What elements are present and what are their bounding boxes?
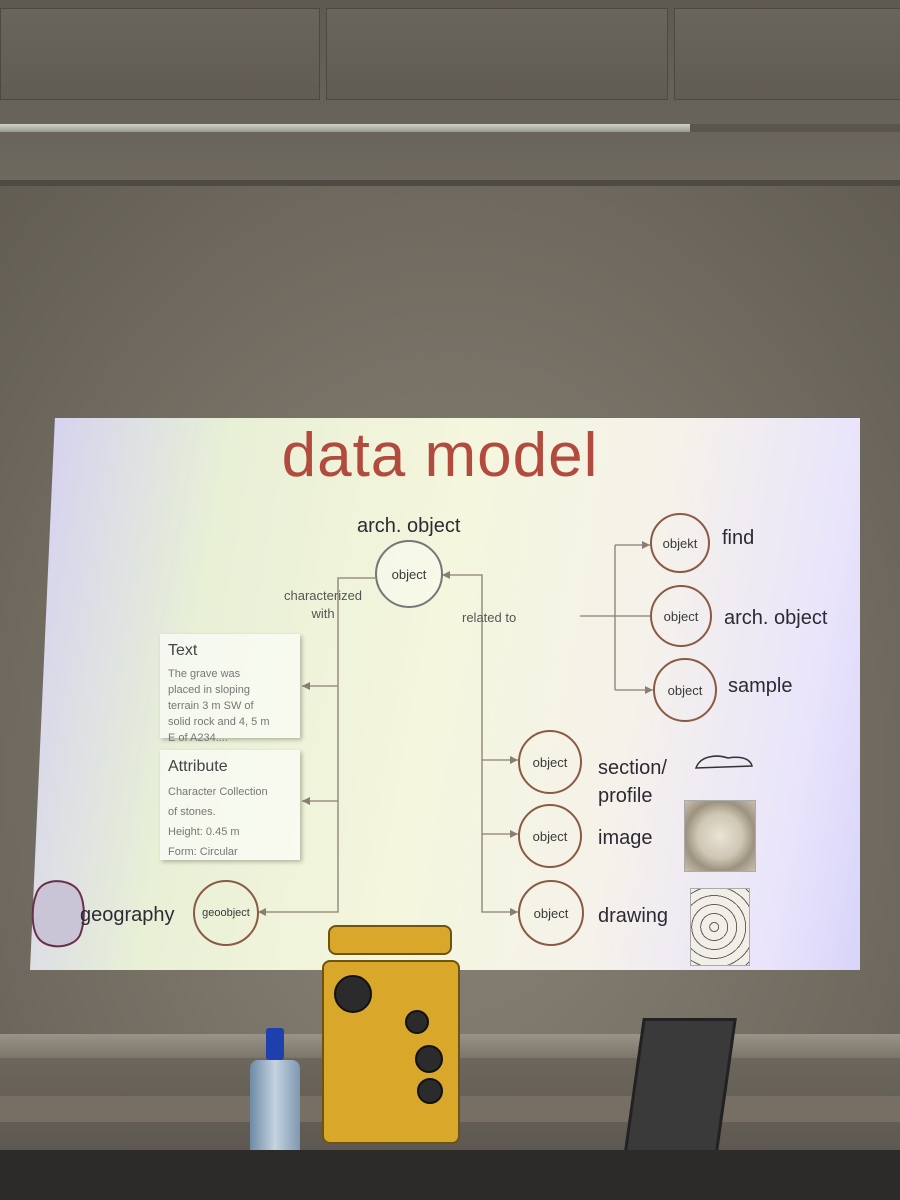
attribute-box-body: Character Collection of stones. Height: … — [168, 786, 268, 858]
arrow-head — [645, 686, 653, 694]
section-node: object — [518, 730, 582, 794]
ceiling-tile — [326, 8, 668, 100]
arrow-head — [302, 797, 310, 805]
related-label: related to — [462, 610, 517, 625]
related-connector — [442, 574, 518, 913]
arrow-head — [302, 682, 310, 690]
characterized-connector — [258, 577, 375, 913]
image-node: object — [518, 804, 582, 868]
center-node-label: arch. object — [357, 515, 461, 537]
drawing-thumbnail — [690, 888, 750, 966]
find-node: objekt — [650, 513, 710, 573]
total-station-knob — [405, 1010, 429, 1034]
bottle-cap — [266, 1028, 284, 1060]
arrow-head — [442, 571, 450, 579]
image-label: image — [598, 827, 653, 849]
desk — [0, 1150, 900, 1200]
slide-title: data model — [281, 421, 599, 490]
sample-node: object — [653, 658, 717, 722]
arrow-head — [510, 756, 518, 764]
geography-label: geography — [80, 904, 175, 926]
find-label: find — [722, 527, 755, 549]
arrow-head — [510, 830, 518, 838]
center-object-node: object — [375, 540, 443, 608]
ceiling-light — [0, 124, 690, 132]
text-box-title: Text — [168, 642, 198, 659]
total-station-knob — [415, 1045, 443, 1073]
section-label: section/ profile — [598, 757, 667, 807]
arrow-head — [258, 908, 266, 916]
geography-shape — [31, 880, 85, 948]
drawing-label: drawing — [598, 905, 669, 927]
ceiling-tile — [0, 8, 320, 100]
text-box: Text The grave was placed in sloping ter… — [160, 634, 300, 744]
section-sketch — [694, 755, 753, 769]
ceiling-edge — [0, 180, 900, 186]
ceiling-rail — [690, 124, 900, 132]
total-station-handle — [328, 925, 452, 955]
sample-label: sample — [728, 675, 793, 697]
ceiling — [0, 0, 900, 186]
text-box-body: The grave was placed in sloping terrain … — [168, 668, 270, 744]
arrow-head — [510, 908, 518, 916]
attribute-box-title: Attribute — [168, 758, 228, 775]
arch-object-label: arch. object — [724, 607, 828, 629]
drawing-node: object — [518, 880, 584, 946]
total-station-knob — [417, 1078, 443, 1104]
excavation-photo-thumbnail — [684, 800, 756, 872]
geoobject-node: geoobject — [193, 880, 259, 946]
characterized-label: characterized with — [284, 588, 363, 621]
ceiling-tile — [674, 8, 900, 100]
total-station-lens — [334, 975, 372, 1013]
attribute-box: Attribute Character Collection of stones… — [160, 750, 300, 860]
arch-object-node: object — [650, 585, 712, 647]
arrow-head — [642, 541, 650, 549]
